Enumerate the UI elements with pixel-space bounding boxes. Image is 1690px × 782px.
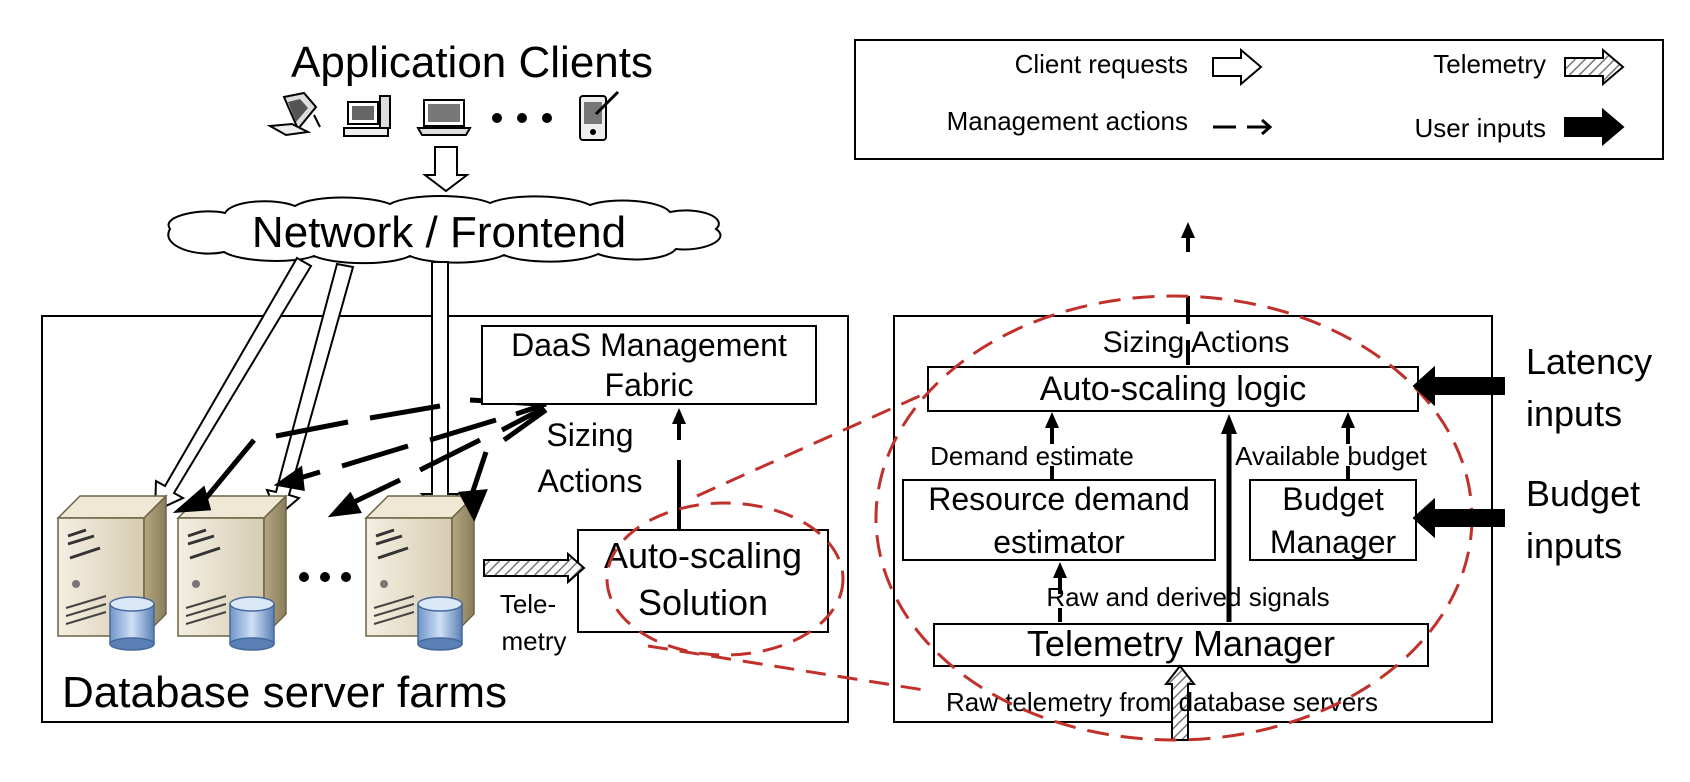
network-to-server-2-arrow — [265, 262, 355, 518]
rde-label-line1: Resource demand — [928, 481, 1189, 517]
legend-management-actions-label: Management actions — [947, 106, 1188, 136]
daas-management-fabric-box — [481, 325, 817, 405]
telemetry-manager-label: Telemetry Manager — [1027, 623, 1335, 664]
legend-client-requests-label: Client requests — [1015, 49, 1188, 79]
network-to-server-1-arrow — [153, 256, 313, 513]
demand-estimate-label: Demand estimate — [930, 441, 1134, 471]
daas-label-line2: Fabric — [605, 367, 694, 403]
ellipsis-icon — [299, 572, 351, 582]
resource-demand-estimator-box — [902, 479, 1216, 561]
signals-to-estimator-arrow — [1053, 562, 1067, 622]
bm-label-line1: Budget — [1282, 481, 1384, 517]
laptop-icon — [416, 99, 472, 136]
daas-label-line1: DaaS Management — [511, 327, 787, 363]
autoscaling-solution-line1: Auto-scaling — [604, 535, 802, 576]
latency-inputs-line2: inputs — [1526, 393, 1622, 434]
database-farms-label: Database server farms — [62, 668, 507, 717]
network-to-server-3-arrow — [419, 261, 461, 516]
rde-label-line2: estimator — [993, 524, 1125, 560]
available-budget-arrow — [1341, 412, 1355, 480]
database-server-icon — [364, 494, 476, 652]
budget-inputs-line2: inputs — [1526, 525, 1622, 566]
callout-line-bottom — [647, 644, 925, 692]
available-budget-label: Available budget — [1235, 441, 1428, 471]
legend-client-request-arrow — [1212, 47, 1263, 87]
sizing-label-line1: Sizing — [546, 417, 633, 453]
callout-line-top — [696, 392, 925, 498]
telemetry-label-line1: Tele- — [500, 589, 556, 619]
sizing-actions-arrow — [672, 408, 686, 530]
telemetry-label-line2: metry — [502, 626, 567, 656]
demand-estimate-arrow — [1045, 412, 1059, 480]
app-clients-title: Application Clients — [291, 38, 653, 87]
autoscaling-solution-ellipse — [605, 501, 845, 657]
sizing-actions-label: Sizing Actions — [1103, 326, 1290, 359]
telemetry-manager-box — [933, 623, 1429, 667]
telemetry-arrow — [483, 551, 586, 585]
signals-label: Raw and derived signals — [1046, 582, 1329, 612]
legend-telemetry-arrow — [1564, 47, 1625, 87]
network-cloud — [167, 195, 722, 265]
network-frontend-label: Network / Frontend — [252, 208, 626, 257]
workstation-icon — [343, 95, 391, 137]
sizing-label-line2: Actions — [538, 463, 643, 499]
database-server-icon — [176, 494, 288, 652]
clients-to-network-arrow — [422, 146, 470, 193]
legend-management-arrow — [1213, 118, 1273, 136]
budget-inputs-line1: Budget — [1526, 473, 1640, 514]
signals-to-logic-arrow — [1221, 414, 1237, 622]
autoscaling-logic-label: Auto-scaling logic — [1040, 370, 1306, 408]
sizing-actions-output-arrow — [1181, 222, 1195, 365]
legend-user-inputs-label: User inputs — [1415, 113, 1547, 143]
autoscaling-solution-line2: Solution — [638, 582, 768, 623]
bm-label-line2: Manager — [1270, 524, 1397, 560]
ellipsis-icon — [492, 113, 552, 123]
legend-user-input-arrow — [1564, 107, 1625, 147]
raw-telemetry-arrow — [1163, 664, 1197, 741]
budget-input-arrow — [1412, 497, 1505, 539]
raw-telemetry-label: Raw telemetry from database servers — [946, 687, 1378, 717]
desktop-icon — [266, 91, 321, 137]
latency-inputs-line1: Latency — [1526, 341, 1652, 382]
budget-manager-box — [1249, 479, 1417, 561]
pda-icon — [579, 90, 620, 141]
latency-input-arrow — [1412, 365, 1505, 407]
database-server-icon — [56, 494, 168, 652]
legend-telemetry-label: Telemetry — [1433, 49, 1546, 79]
legend-box — [854, 39, 1664, 160]
